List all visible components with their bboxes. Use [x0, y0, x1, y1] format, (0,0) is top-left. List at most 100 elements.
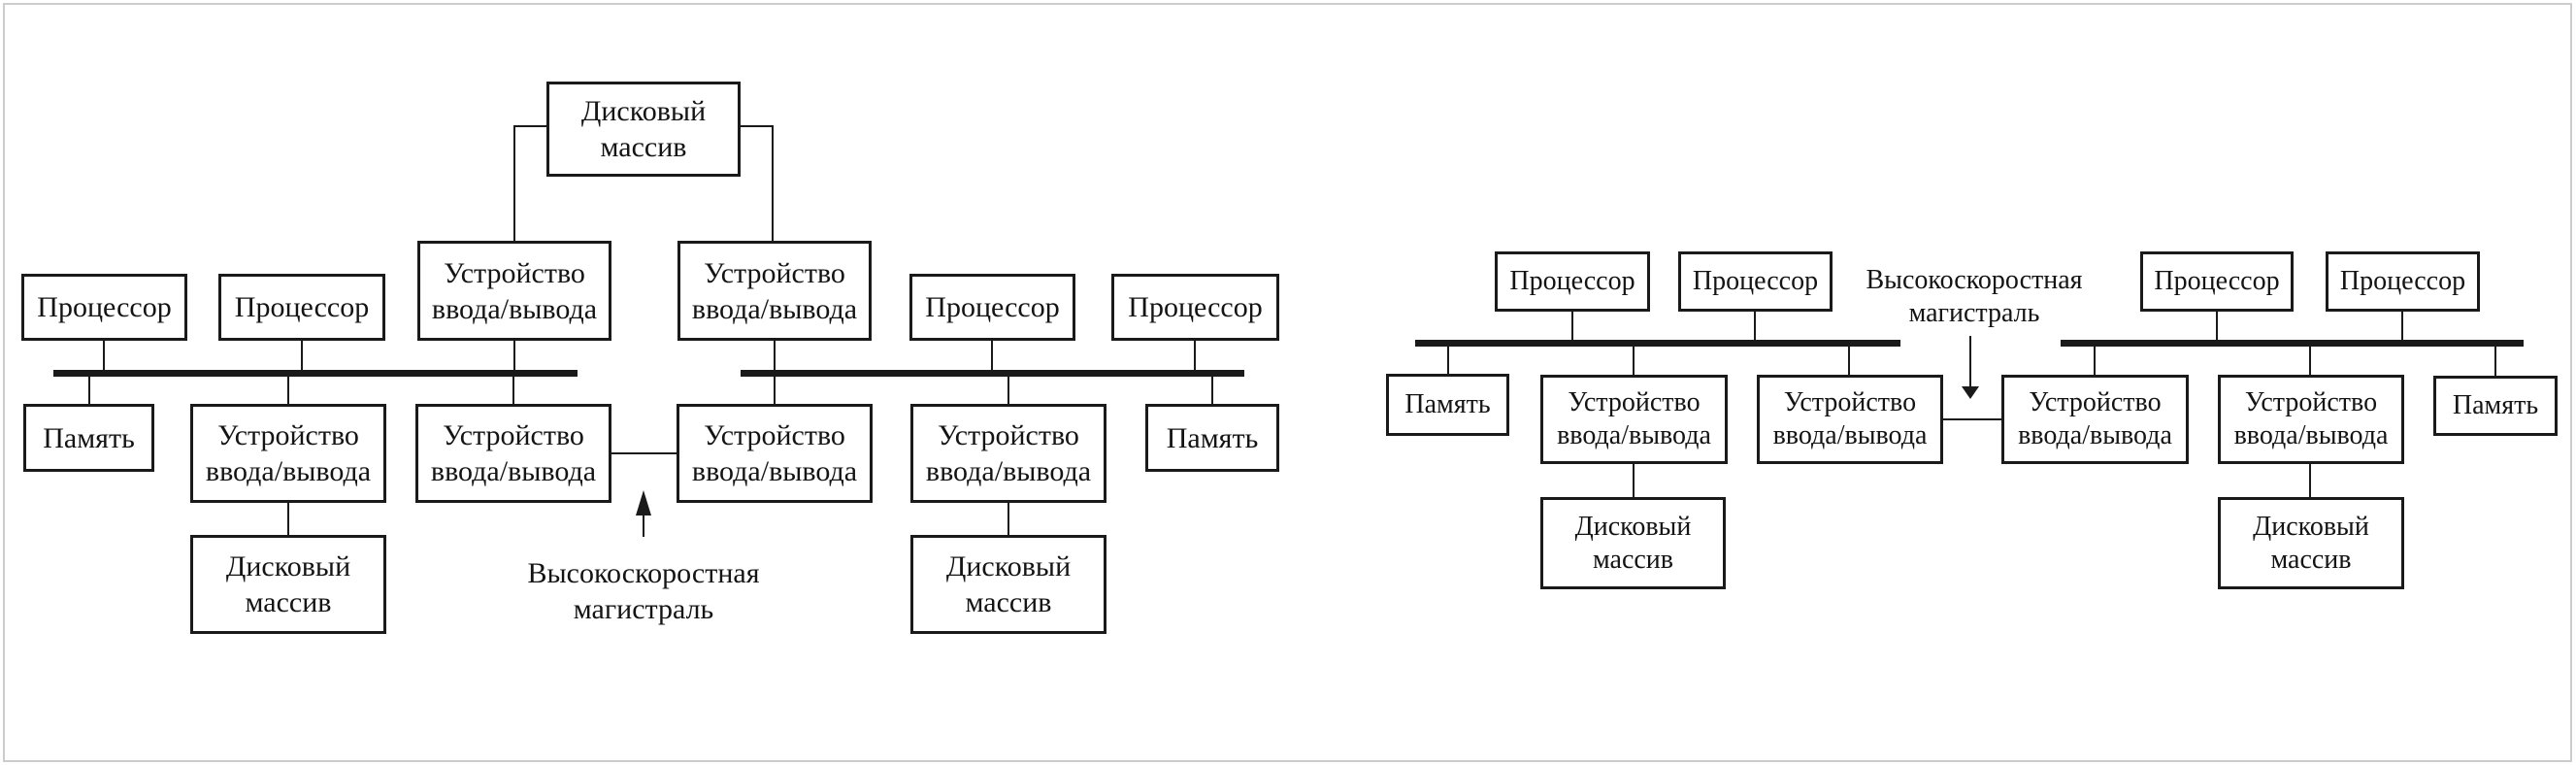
io-label-line2: ввода/вывода	[431, 292, 598, 325]
left-sys2-io-1-box: Устройство ввода/вывода	[677, 404, 873, 503]
processor-label: Процессор	[1509, 266, 1635, 296]
connector-line	[2309, 347, 2311, 375]
right-sys2-memory-box: Память	[2433, 376, 2558, 436]
io-label-line2: ввода/вывода	[1772, 420, 1928, 450]
bus-label-line1: Высокоскоростная	[527, 557, 760, 589]
connector-line	[774, 341, 776, 377]
io-label-line2: ввода/вывода	[430, 455, 597, 487]
left-sys2-io-top-box: Устройство ввода/вывода	[677, 241, 872, 341]
bus-label-line2: магистраль	[573, 593, 714, 625]
right-sys1-bus-line	[1415, 340, 1900, 347]
disk-array-label-line1: Дисковый	[945, 550, 1072, 582]
io-label-line2: ввода/вывода	[925, 455, 1092, 487]
disk-array-label-line1: Дисковый	[1574, 511, 1692, 542]
left-sys1-processor-1-box: Процессор	[21, 274, 187, 341]
connector-line	[287, 375, 289, 404]
right-sys2-bus-line	[2061, 340, 2524, 347]
connector-line	[2216, 312, 2218, 340]
io-label-line2: ввода/вывода	[205, 455, 372, 487]
io-label-line2: ввода/вывода	[2018, 420, 2172, 450]
connector-line	[1848, 347, 1850, 375]
up-arrow-icon	[636, 490, 651, 516]
right-highspeed-link-line	[1943, 418, 2001, 420]
connector-line	[2494, 347, 2496, 376]
processor-label: Процессор	[234, 291, 370, 323]
down-arrow-shaft	[1969, 336, 1971, 386]
io-label-line2: ввода/вывода	[691, 455, 858, 487]
left-sys2-processor-1-box: Процессор	[909, 274, 1075, 341]
down-arrow-icon	[1962, 386, 1979, 399]
connector-line	[1754, 312, 1756, 340]
disk-array-label-line2: массив	[600, 131, 687, 163]
left-shared-disk-array-box: Дисковый массив	[546, 82, 741, 177]
disk-array-label-line2: массив	[2270, 544, 2352, 575]
left-disk-stub-right	[739, 125, 774, 127]
left-sys2-disk-array-box: Дисковый массив	[910, 535, 1106, 634]
connector-line	[1633, 347, 1635, 375]
io-label-line1: Устройство	[444, 256, 585, 289]
connector-line	[512, 375, 514, 404]
connector-line	[287, 502, 289, 535]
processor-label: Процессор	[925, 291, 1060, 323]
disk-array-label-line1: Дисковый	[2253, 511, 2369, 542]
io-label-line1: Устройство	[217, 419, 359, 451]
right-bus-label: Высокоскоростная магистраль	[1829, 264, 2120, 330]
left-sys1-io-top-box: Устройство ввода/вывода	[417, 241, 611, 341]
right-sys2-processor-1-box: Процессор	[2140, 251, 2294, 312]
connector-line	[1007, 375, 1009, 404]
io-label-line1: Устройство	[2244, 387, 2378, 417]
io-label-line1: Устройство	[2029, 387, 2162, 417]
connector-line	[88, 375, 90, 404]
left-sys2-io-2-box: Устройство ввода/вывода	[910, 404, 1106, 503]
up-arrow-shaft	[643, 514, 644, 537]
disk-array-label-line1: Дисковый	[580, 95, 707, 127]
connector-line	[1007, 502, 1009, 535]
processor-label: Процессор	[1692, 266, 1819, 296]
connector-line	[2094, 347, 2096, 375]
processor-label: Процессор	[2339, 266, 2466, 296]
connector-line	[2309, 463, 2311, 497]
left-sys2-bus-line	[741, 370, 1244, 377]
bus-label-line1: Высокоскоростная	[1866, 265, 2083, 295]
disk-array-label-line1: Дисковый	[225, 550, 351, 582]
right-sys1-processor-2-box: Процессор	[1678, 251, 1833, 312]
left-sys1-io-1-box: Устройство ввода/вывода	[190, 404, 386, 503]
left-disk-drop-left	[513, 125, 515, 243]
processor-label: Процессор	[37, 291, 172, 323]
connector-line	[1194, 341, 1196, 377]
connector-line	[2401, 312, 2403, 340]
left-sys1-memory-box: Память	[23, 404, 154, 472]
left-bus-label: Высокоскоростная магистраль	[498, 555, 789, 627]
processor-label: Процессор	[2154, 266, 2280, 296]
connector-line	[774, 375, 776, 404]
memory-label: Память	[1166, 421, 1259, 454]
right-sys2-io-2-box: Устройство ввода/вывода	[2218, 375, 2404, 464]
io-label-line2: ввода/вывода	[691, 292, 858, 325]
memory-label: Память	[1404, 389, 1491, 419]
connector-line	[301, 341, 303, 377]
connector-line	[1633, 463, 1635, 497]
connector-line	[103, 341, 105, 377]
memory-label: Память	[2452, 390, 2539, 420]
disk-array-label-line2: массив	[245, 586, 332, 618]
left-sys2-memory-box: Память	[1145, 404, 1279, 472]
left-sys1-io-2-box: Устройство ввода/вывода	[415, 404, 611, 503]
right-sys1-io-2-box: Устройство ввода/вывода	[1757, 375, 1943, 464]
right-sys2-io-1-box: Устройство ввода/вывода	[2001, 375, 2189, 464]
connector-line	[991, 341, 993, 377]
io-label-line1: Устройство	[938, 419, 1079, 451]
right-sys1-memory-box: Память	[1386, 374, 1509, 436]
processor-label: Процессор	[1128, 291, 1263, 323]
left-disk-drop-right	[772, 125, 774, 243]
io-label-line1: Устройство	[704, 256, 845, 289]
left-disk-stub-left	[514, 125, 548, 127]
connector-line	[1571, 312, 1573, 340]
io-label-line2: ввода/вывода	[1557, 420, 1711, 450]
right-sys1-processor-1-box: Процессор	[1495, 251, 1650, 312]
memory-label: Память	[43, 421, 135, 454]
right-sys2-disk-array-box: Дисковый массив	[2218, 497, 2404, 589]
page-border-frame	[3, 3, 2572, 762]
io-label-line1: Устройство	[1568, 387, 1701, 417]
connector-line	[1211, 375, 1213, 404]
